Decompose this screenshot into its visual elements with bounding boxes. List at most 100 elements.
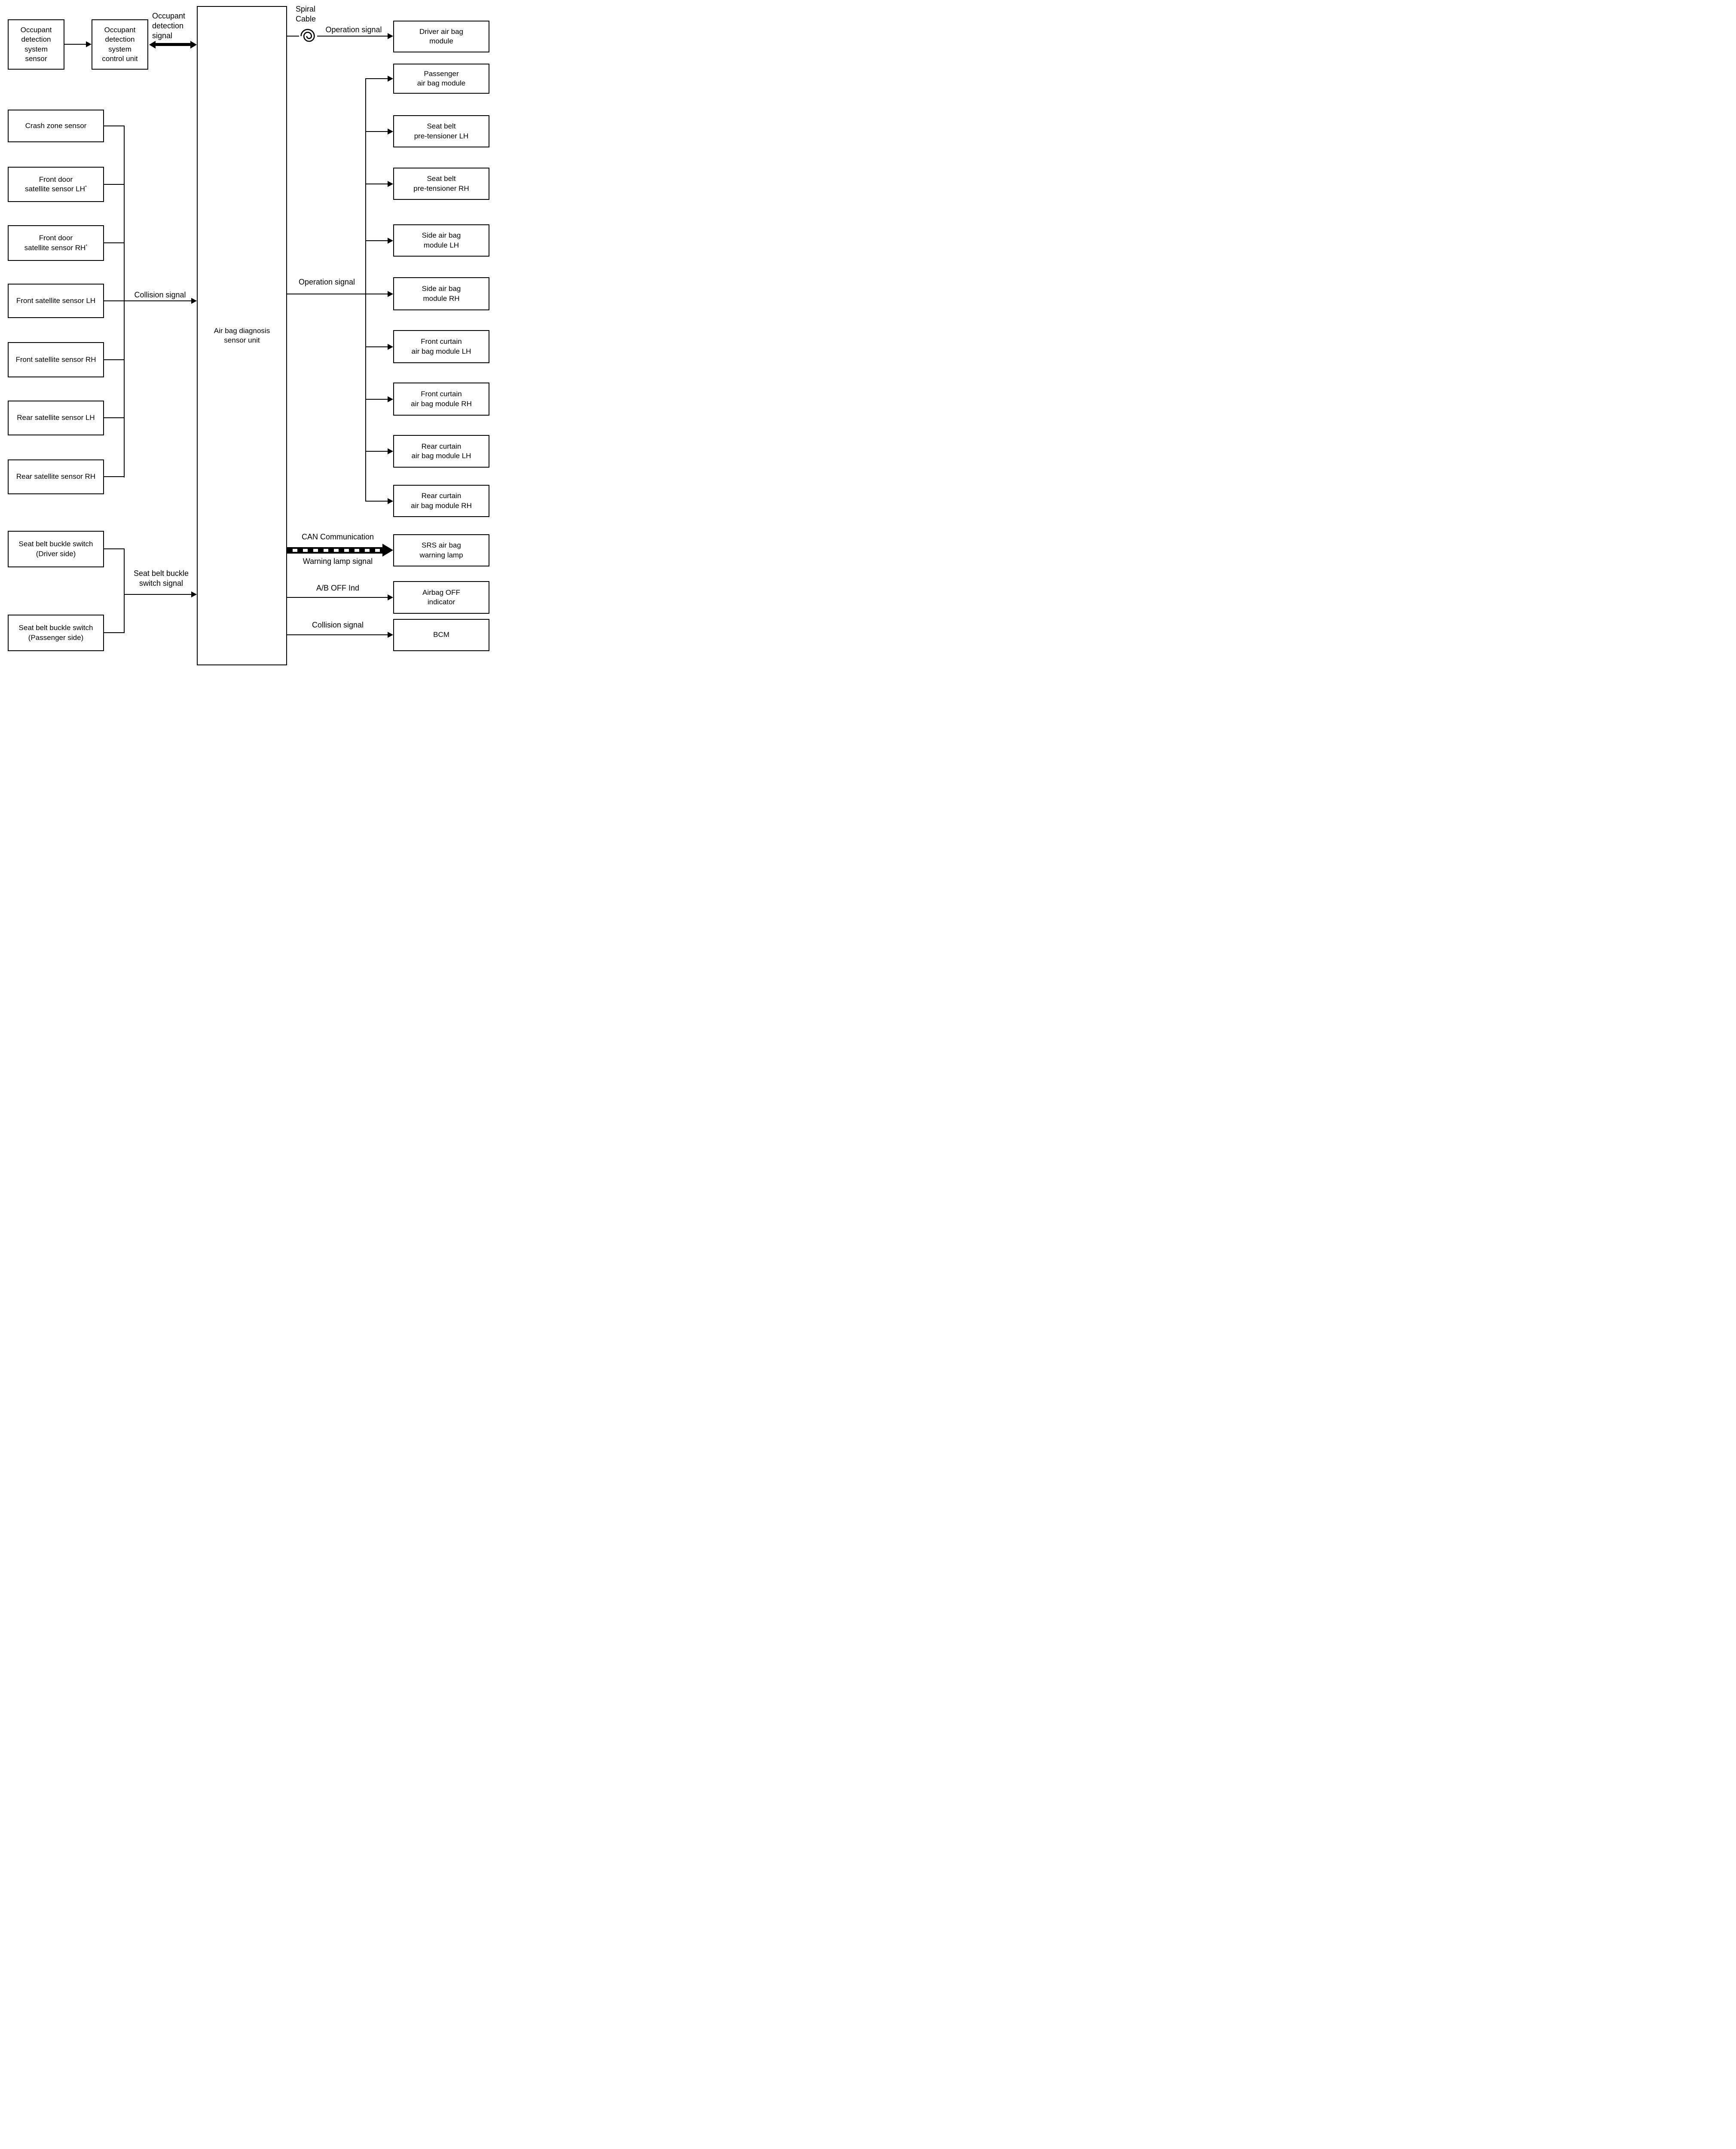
- unit-to-spiral-line: [287, 36, 299, 37]
- srs-warning-lamp-label: SRS air bag warning lamp: [419, 541, 463, 559]
- bcm-box: BCM: [393, 619, 489, 651]
- airbag-system-diagram: Occupant detection system sensor Occupan…: [0, 0, 498, 676]
- seat-belt-buckle-passenger-box: Seat belt buckle switch (Passenger side): [8, 615, 104, 651]
- front-curtain-airbag-lh-label: Front curtain air bag module LH: [411, 337, 471, 355]
- front-curtain-lh-arrowhead-icon: [388, 344, 393, 350]
- buckle-bus-line: [124, 548, 125, 633]
- side-airbag-module-rh-box: Side air bag module RH: [393, 277, 489, 310]
- front-satellite-sensor-lh-label: Front satellite sensor LH: [16, 296, 96, 305]
- rear-satellite-sensor-lh-box: Rear satellite sensor LH: [8, 401, 104, 435]
- occupant-signal-left-arrowhead-icon: [149, 41, 156, 49]
- rear-curtain-rh-arrowhead-icon: [388, 498, 393, 504]
- rear-satellite-sensor-rh-box: Rear satellite sensor RH: [8, 459, 104, 494]
- seat-belt-pretensioner-rh-label: Seat belt pre-tensioner RH: [413, 174, 469, 193]
- crash-zone-sensor-label: Crash zone sensor: [25, 121, 87, 130]
- seat-belt-pretensioner-lh-box: Seat belt pre-tensioner LH: [393, 115, 489, 147]
- crash-zone-sensor-box: Crash zone sensor: [8, 110, 104, 142]
- seat-belt-pretensioner-rh-box: Seat belt pre-tensioner RH: [393, 168, 489, 200]
- pretensioner-lh-stub-line: [366, 131, 388, 132]
- occupant-signal-arrow: [155, 43, 191, 46]
- srs-warning-lamp-box: SRS air bag warning lamp: [393, 534, 489, 566]
- rear-curtain-airbag-rh-box: Rear curtain air bag module RH: [393, 485, 489, 517]
- ab-off-arrowhead-icon: [388, 594, 393, 600]
- pretensioner-lh-arrowhead-icon: [388, 129, 393, 135]
- occupant-detection-signal-label: Occupant detection signal: [152, 12, 186, 40]
- side-airbag-module-lh-box: Side air bag module LH: [393, 224, 489, 257]
- warning-lamp-signal-label: Warning lamp signal: [303, 557, 373, 566]
- passenger-airbag-module-box: Passenger air bag module: [393, 64, 489, 94]
- front-door-satellite-sensor-lh-label: Front door satellite sensor LH: [25, 175, 85, 193]
- collision-signal-bottom-arrow: [287, 634, 388, 635]
- passenger-airbag-module-label: Passenger air bag module: [417, 69, 466, 87]
- rear-curtain-lh-arrowhead-icon: [388, 448, 393, 454]
- rear-satellite-lh-stub-line: [104, 417, 125, 418]
- front-satellite-sensor-rh-box: Front satellite sensor RH: [8, 342, 104, 377]
- rear-curtain-lh-stub-line: [366, 451, 388, 452]
- operation-signal-top-arrow: [317, 36, 388, 37]
- collision-signal-arrowhead-icon: [191, 298, 197, 304]
- airbag-off-indicator-box: Airbag OFF indicator: [393, 581, 489, 614]
- collision-signal-bottom-label: Collision signal: [312, 621, 364, 629]
- bcm-label: BCM: [433, 631, 449, 639]
- asterisk-note: *: [86, 243, 88, 248]
- sensor-bus-line: [124, 126, 125, 478]
- seat-belt-buckle-driver-label: Seat belt buckle switch (Driver side): [18, 540, 93, 558]
- collision-signal-label: Collision signal: [134, 291, 186, 299]
- front-door-satellite-sensor-lh-box: Front door satellite sensor LH*: [8, 167, 104, 202]
- occupant-detection-sensor-box: Occupant detection system sensor: [8, 19, 64, 70]
- front-door-satellite-sensor-rh-label: Front door satellite sensor RH: [24, 234, 86, 252]
- front-curtain-airbag-rh-box: Front curtain air bag module RH: [393, 383, 489, 416]
- seat-belt-signal-arrowhead-icon: [191, 591, 197, 597]
- seat-belt-buckle-driver-box: Seat belt buckle switch (Driver side): [8, 531, 104, 567]
- rear-satellite-rh-stub-line: [104, 476, 125, 477]
- asterisk-note: *: [85, 184, 87, 190]
- rear-curtain-airbag-lh-label: Rear curtain air bag module LH: [411, 442, 471, 460]
- spiral-cable-label: Spiral Cable: [296, 5, 316, 24]
- side-lh-stub-line: [366, 240, 388, 241]
- occupant-detection-sensor-label: Occupant detection system sensor: [20, 25, 52, 63]
- operation-signal-arrowhead-icon: [388, 291, 393, 297]
- operation-signal-top-arrowhead-icon: [388, 33, 393, 39]
- sensor-to-control-connector-line: [64, 44, 86, 45]
- ab-off-arrow: [287, 597, 388, 598]
- can-warning-lamp-arrow: [287, 547, 383, 554]
- front-door-satellite-sensor-rh-box: Front door satellite sensor RH*: [8, 225, 104, 261]
- front-curtain-airbag-rh-label: Front curtain air bag module RH: [411, 390, 472, 408]
- side-airbag-module-lh-label: Side air bag module LH: [422, 231, 461, 249]
- front-satellite-rh-stub-line: [104, 359, 125, 360]
- front-satellite-sensor-rh-label: Front satellite sensor RH: [15, 355, 96, 364]
- seat-belt-buckle-passenger-label: Seat belt buckle switch (Passenger side): [18, 624, 93, 642]
- front-curtain-airbag-lh-box: Front curtain air bag module LH: [393, 330, 489, 363]
- rear-curtain-airbag-rh-label: Rear curtain air bag module RH: [411, 492, 472, 510]
- seat-belt-signal-label: Seat belt buckle switch signal: [133, 569, 189, 588]
- front-curtain-rh-arrowhead-icon: [388, 396, 393, 402]
- driver-airbag-module-box: Driver air bag module: [393, 21, 489, 52]
- pretensioner-rh-arrowhead-icon: [388, 181, 393, 187]
- front-door-rh-stub-line: [104, 242, 125, 243]
- operation-signal-label: Operation signal: [298, 278, 355, 286]
- front-satellite-sensor-lh-box: Front satellite sensor LH: [8, 284, 104, 318]
- airbag-diagnosis-sensor-unit-box: Air bag diagnosis sensor unit: [197, 6, 287, 665]
- seat-belt-signal-arrow: [124, 594, 192, 595]
- side-lh-arrowhead-icon: [388, 238, 393, 244]
- seat-belt-pretensioner-lh-label: Seat belt pre-tensioner LH: [414, 122, 469, 140]
- occupant-detection-control-unit-box: Occupant detection system control unit: [92, 19, 148, 70]
- ab-off-ind-label: A/B OFF Ind: [316, 584, 360, 592]
- can-communication-label: CAN Communication: [301, 533, 374, 541]
- collision-signal-bottom-arrowhead-icon: [388, 632, 393, 638]
- rear-curtain-rh-stub-line: [366, 501, 388, 502]
- occupant-detection-control-unit-label: Occupant detection system control unit: [102, 25, 138, 63]
- passenger-module-arrowhead-icon: [388, 76, 393, 82]
- front-curtain-lh-stub-line: [366, 346, 388, 347]
- side-airbag-module-rh-label: Side air bag module RH: [422, 285, 461, 303]
- front-curtain-rh-stub-line: [366, 399, 388, 400]
- buckle-passenger-stub-line: [104, 632, 125, 633]
- driver-airbag-module-label: Driver air bag module: [419, 27, 464, 45]
- occupant-signal-right-arrowhead-icon: [190, 41, 197, 49]
- can-warning-lamp-arrowhead-icon: [382, 544, 393, 557]
- passenger-module-stub-line: [366, 78, 388, 79]
- spiral-cable-icon: [300, 29, 315, 42]
- sensor-to-control-arrowhead-icon: [86, 41, 92, 47]
- rear-satellite-sensor-rh-label: Rear satellite sensor RH: [16, 472, 96, 481]
- collision-signal-arrow: [104, 300, 192, 301]
